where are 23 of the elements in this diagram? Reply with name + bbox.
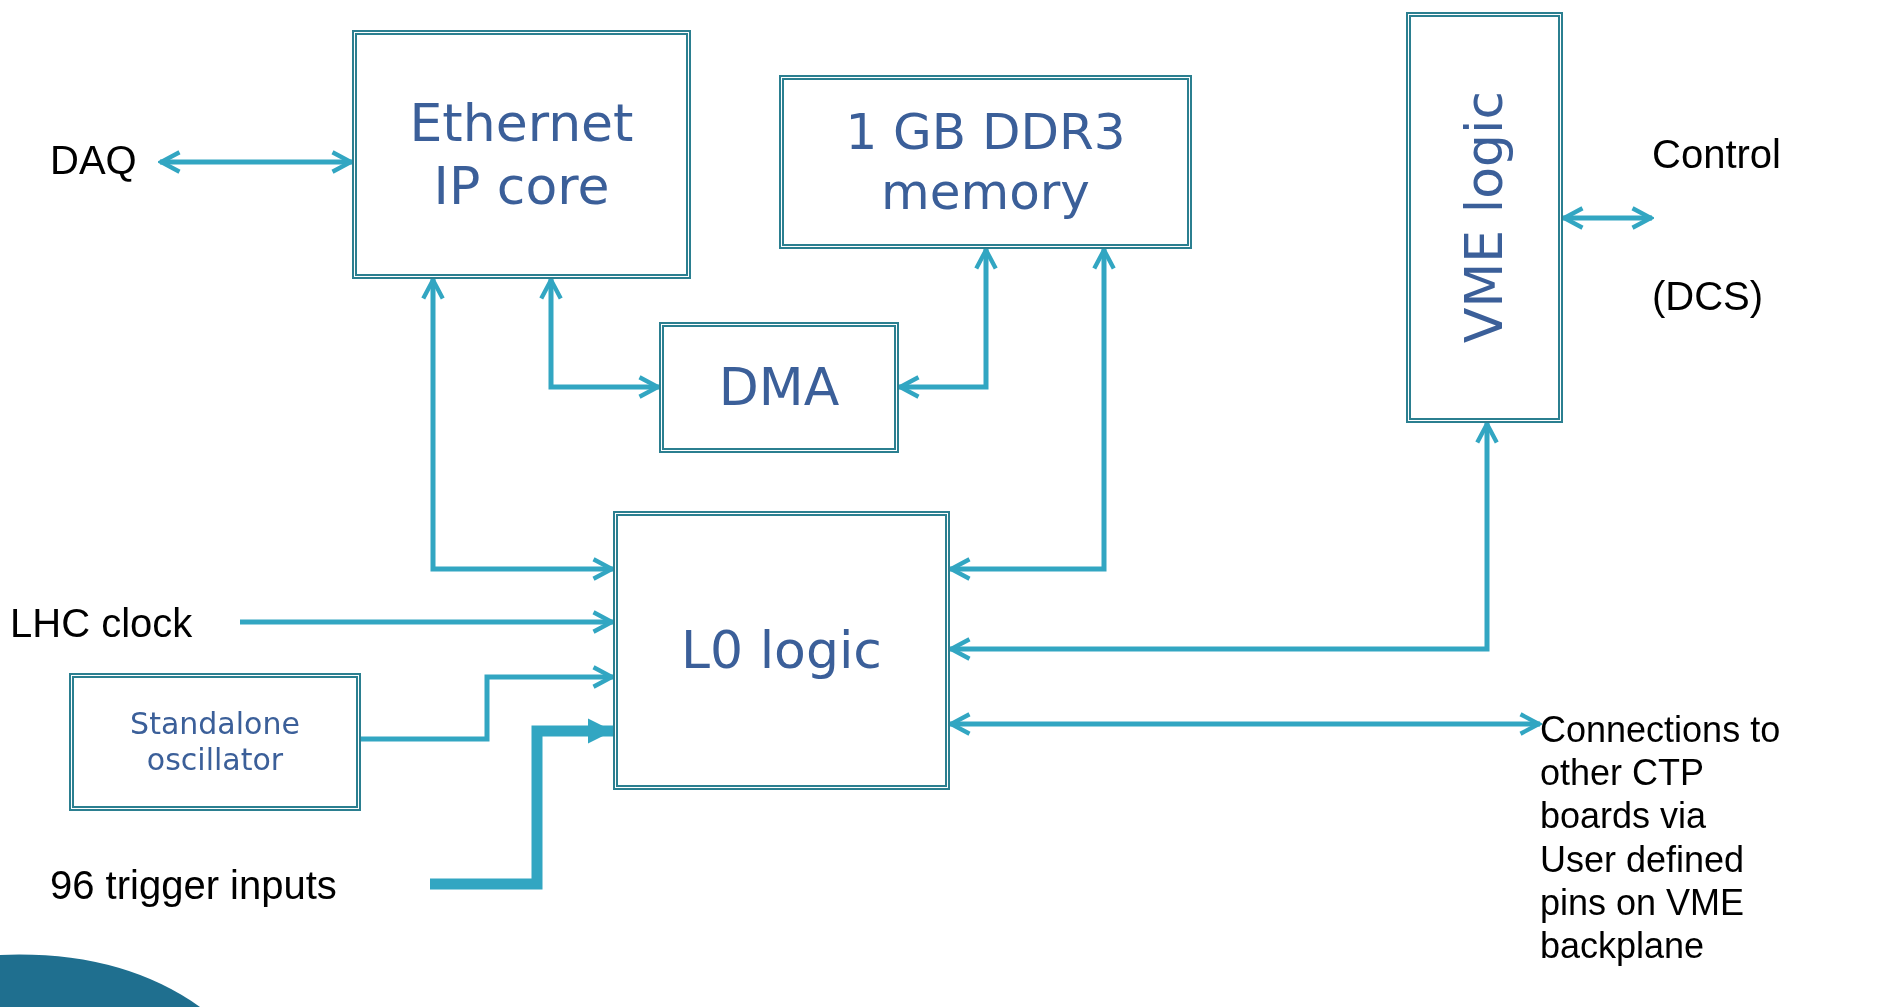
arrow xyxy=(539,277,661,399)
arrow xyxy=(158,150,354,174)
block-box: Standalone oscillator xyxy=(69,673,361,811)
arrow xyxy=(948,421,1499,661)
signal-label: DAQ xyxy=(50,137,138,184)
signal-label: Connections to other CTP boards via User defined pins on VME backplane xyxy=(1540,707,1782,968)
signal-label: 96 trigger inputs xyxy=(50,862,338,909)
arrow xyxy=(240,610,615,634)
block-box: VME logic xyxy=(1406,12,1563,423)
block-box: L0 logic xyxy=(613,511,950,790)
signal-label: (DCS) xyxy=(1652,273,1765,320)
arrow xyxy=(421,277,615,581)
block-box: 1 GB DDR3 memory xyxy=(779,75,1192,249)
arrow xyxy=(430,718,613,890)
arrow xyxy=(948,712,1542,736)
arrow xyxy=(361,665,615,742)
signal-label: LHC clock xyxy=(10,600,194,647)
block-box: DMA xyxy=(659,322,899,453)
block-box: Ethernet IP core xyxy=(352,30,691,279)
arrow xyxy=(948,247,1116,581)
arrow xyxy=(1561,206,1654,230)
arrow xyxy=(897,247,998,399)
signal-label: Control xyxy=(1652,131,1782,178)
